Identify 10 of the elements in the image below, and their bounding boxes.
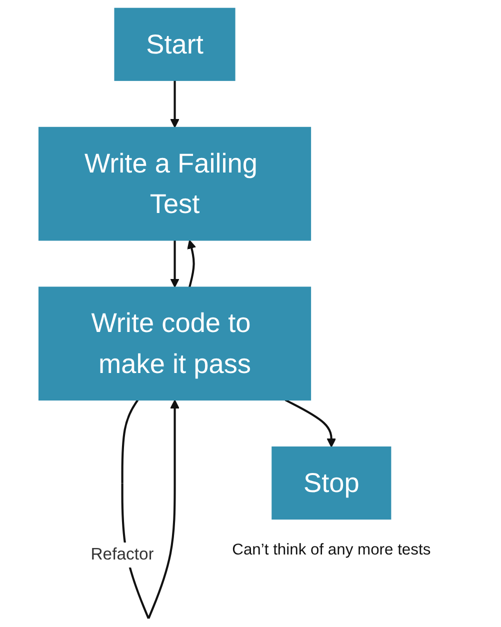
arrow (170, 240, 180, 288)
arrow (284, 399, 336, 448)
node-box: Start (114, 8, 236, 81)
arrow (170, 80, 180, 128)
node-box: Write code to make it pass (38, 286, 312, 401)
node-box: Stop (272, 446, 392, 520)
node-box: Write a Failing Test (38, 126, 312, 241)
edge-label: Refactor (90, 546, 154, 564)
arrow (187, 240, 196, 288)
node-label: Can’t think of any more tests (232, 540, 431, 559)
